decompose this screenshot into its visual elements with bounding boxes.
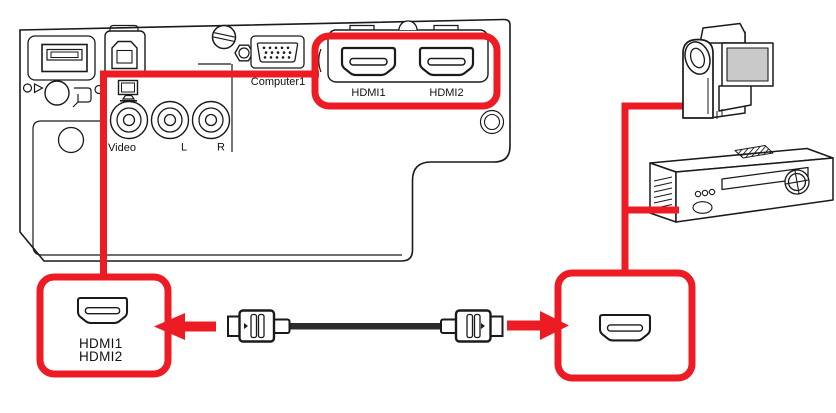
hdmi1-port-icon [340, 46, 397, 77]
screw-icon [211, 24, 237, 50]
dvd-player-icon [649, 145, 834, 223]
projector-rear-panel: Computer1 HDMI1 HDMI2 Video L R [19, 18, 511, 262]
cable-plug-right-icon [440, 309, 504, 343]
ir-receiver [57, 126, 85, 154]
rca-jack-video-icon [109, 100, 149, 140]
source-leader-vertical [621, 102, 629, 276]
hdmi1-label: HDMI1 [351, 87, 385, 99]
hdmi2-port-icon [418, 46, 475, 77]
hdmi-cable [227, 309, 504, 343]
audio-r-label: R [217, 142, 225, 154]
usb-b-port-icon [104, 24, 146, 76]
hdmi-callout-port-icon [76, 296, 129, 324]
lock-slot-icon [72, 87, 92, 108]
video-label: Video [108, 142, 136, 154]
computer1-label: Computer1 [251, 76, 305, 88]
player-buttons [692, 188, 716, 214]
camera-lcd-screen [726, 47, 769, 82]
hdmi-ports-highlight-box [311, 32, 501, 110]
control-indicators [22, 80, 104, 108]
hdmi-port-recess [327, 20, 489, 83]
callout-leader-vertical [100, 70, 107, 285]
video-camera-icon [682, 22, 774, 119]
source-device-callout [507, 102, 696, 382]
computer-icon [117, 79, 139, 102]
hex-nut-icon [234, 44, 254, 62]
callout-hdmi2-label: HDMI2 [79, 349, 123, 364]
triangle-indicator-icon [33, 83, 44, 94]
source-hdmi-port-icon [598, 313, 652, 342]
camera-leader-horizontal [625, 102, 695, 110]
top-vent-icon [734, 145, 774, 159]
player-leader-horizontal [625, 206, 679, 214]
vga-port-icon [250, 35, 305, 69]
vga-clip-bracket [318, 48, 322, 73]
arrow-right-icon [507, 311, 569, 340]
jog-dial-icon [784, 169, 810, 195]
audio-l-label: L [181, 142, 187, 154]
rca-jack-audio-l-icon [150, 100, 190, 140]
panel-divider-lines [198, 63, 233, 152]
hdmi-highlight-callout: HDMI1 HDMI2 [36, 32, 501, 378]
indicator-dot-icon [22, 83, 33, 93]
rca-jack-audio-r-icon [191, 100, 231, 140]
hdmi2-label: HDMI2 [429, 87, 463, 99]
screw-hole-icon [479, 109, 505, 135]
round-button-icon [44, 80, 70, 106]
callout-hdmi1-label: HDMI1 [79, 336, 123, 351]
callout-leader-horizontal [100, 70, 319, 78]
panel-lower-recess [32, 120, 402, 256]
cable-plug-left-icon [227, 309, 291, 343]
arrow-left-icon [154, 313, 216, 340]
usb-a-port-icon [27, 35, 96, 81]
